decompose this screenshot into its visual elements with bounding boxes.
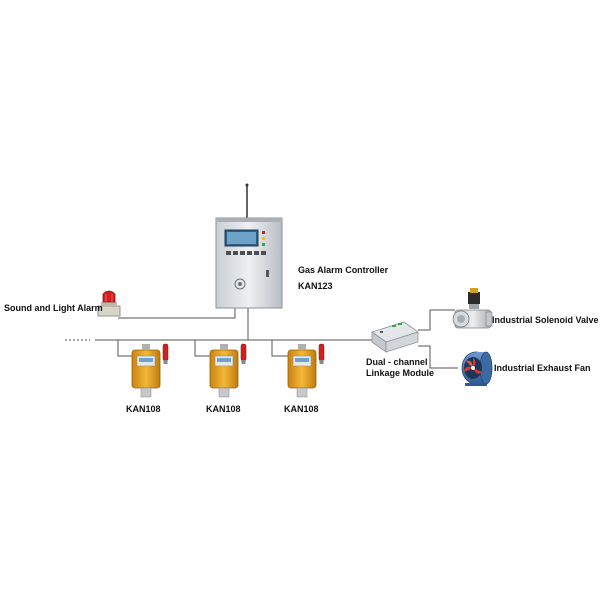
valve-label: Industrial Solenoid Valve [492,315,599,325]
solenoid-valve [452,288,493,329]
controller-lock [266,270,269,277]
detector-1-label: KAN108 [126,404,161,414]
detector3-branch [271,340,288,357]
linkage-module-label-line2: Linkage Module [366,368,435,378]
alarm-connection-line [118,308,236,319]
detector-1 [131,343,169,398]
controller-keypad [226,251,266,255]
controller-model-label: KAN123 [298,281,333,291]
valve-connection-line [418,309,455,331]
detector-3 [287,343,325,398]
wiring [65,308,458,369]
alarm-label: Sound and Light Alarm [4,303,103,313]
controller-logo [234,278,246,290]
fan-label: Industrial Exhaust Fan [494,363,591,373]
detector1-branch [117,340,132,357]
fan-connection-line [418,345,458,369]
gas-alarm-controller [215,183,283,309]
detector-2 [209,343,247,398]
linkage-module [371,321,419,353]
detector-2-label: KAN108 [206,404,241,414]
detector-3-label: KAN108 [284,404,319,414]
sound-light-alarm [97,290,121,317]
linkage-module-label-line1: Dual - channel [366,357,428,367]
detector2-branch [194,340,210,357]
fan-blades [464,358,482,374]
controller-name-label: Gas Alarm Controller [298,265,389,275]
exhaust-fan [461,351,493,386]
